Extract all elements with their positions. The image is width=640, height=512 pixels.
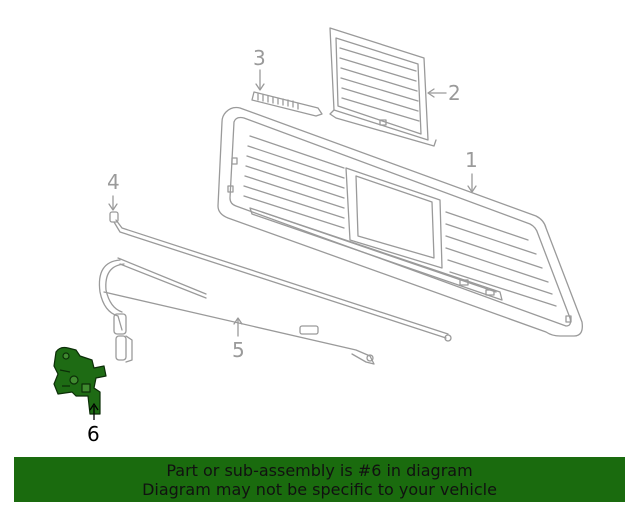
banner-line-2: Diagram may not be specific to your vehi… [142, 480, 497, 499]
callout-6-highlighted: 6 [87, 422, 100, 446]
parts-diagram [53, 27, 583, 420]
callout-1: 1 [465, 148, 478, 172]
part-6-arrow [89, 402, 99, 420]
part-5-cable-track [98, 257, 375, 365]
part-4-cable [109, 211, 452, 342]
callout-4: 4 [107, 170, 120, 194]
info-banner: Part or sub-assembly is #6 in diagram Di… [14, 457, 625, 502]
part-1-back-window [217, 106, 583, 337]
callout-5: 5 [232, 338, 245, 362]
part-6-motor-highlighted [53, 346, 107, 415]
part-3-latch-strip [251, 91, 323, 117]
callout-arrows [108, 69, 477, 337]
callout-3: 3 [253, 46, 266, 70]
banner-line-1: Part or sub-assembly is #6 in diagram [166, 461, 473, 480]
part-2-glass-panel [329, 27, 437, 147]
callout-2: 2 [448, 81, 461, 105]
